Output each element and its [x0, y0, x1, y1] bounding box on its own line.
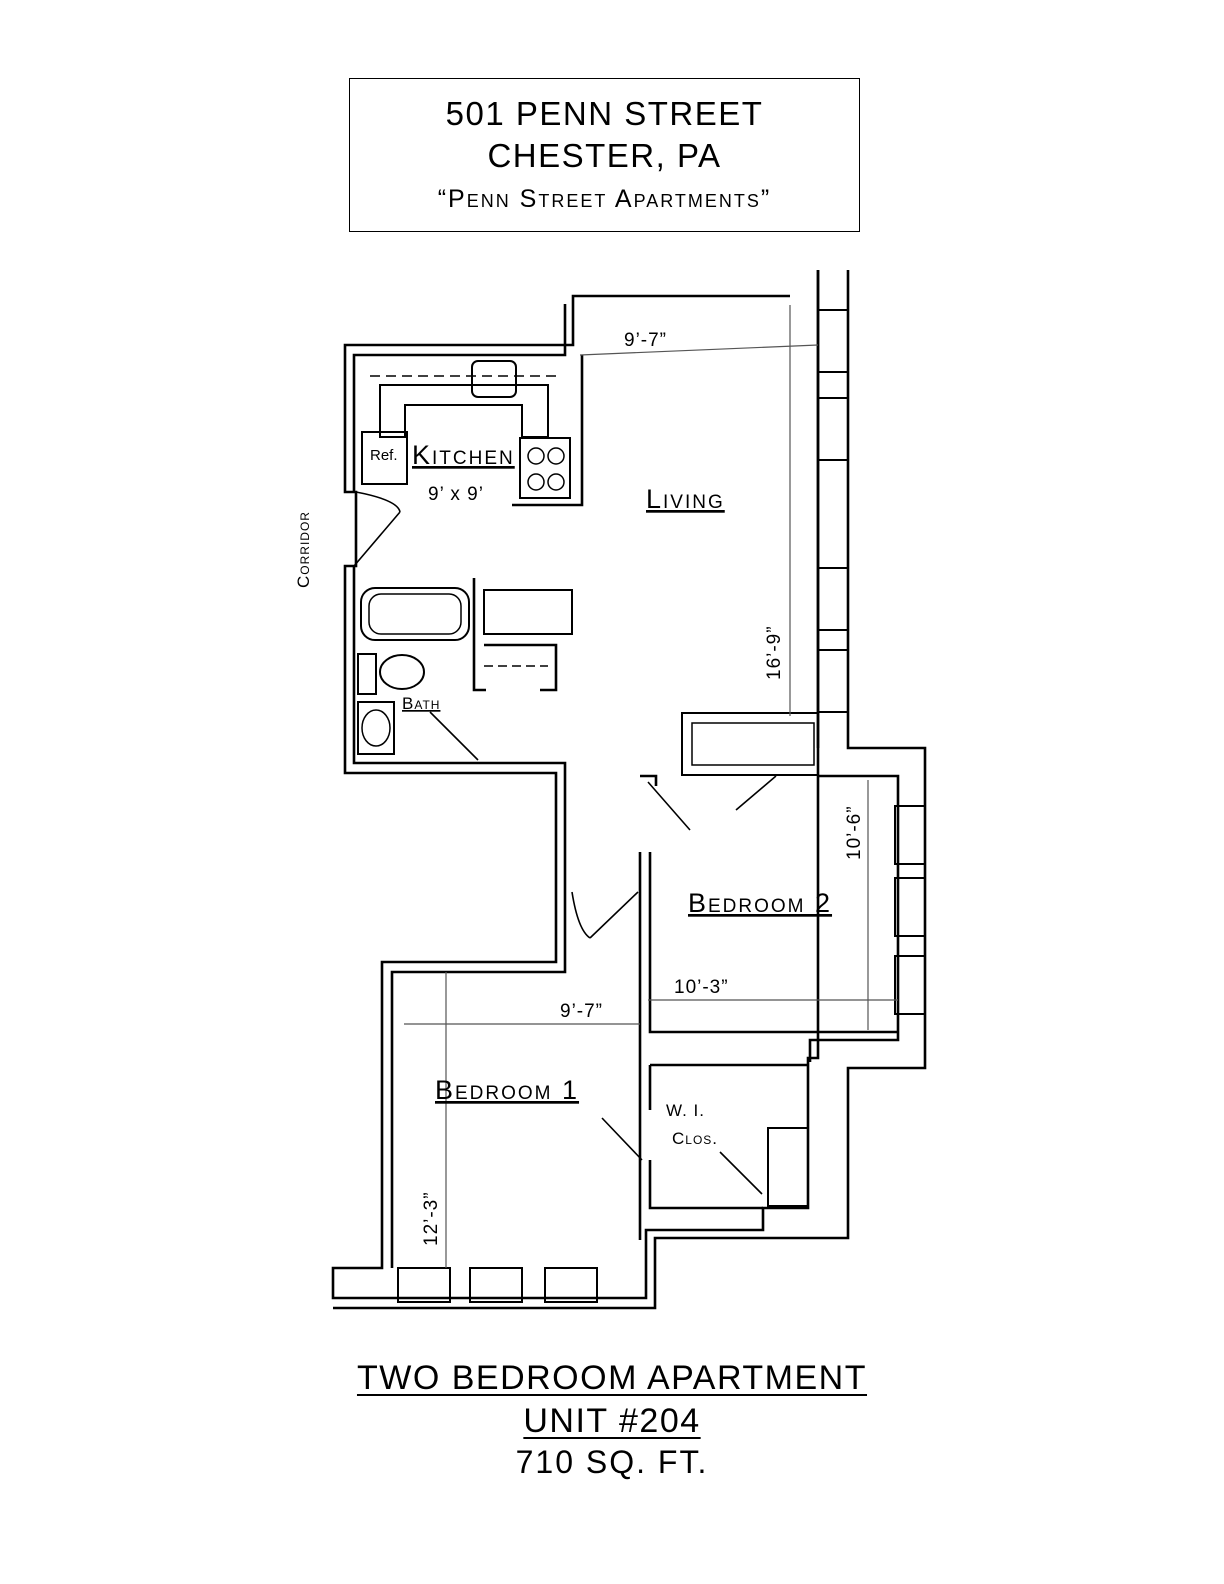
bedroom2-window-2 [894, 877, 926, 937]
burner-4 [547, 473, 565, 491]
unit-area: 710 SQ. FT. [515, 1444, 709, 1480]
bathtub-basin [368, 593, 462, 635]
bedroom2-window-1 [894, 805, 926, 865]
bedroom2-wall [638, 774, 898, 1240]
burner-2 [547, 447, 565, 465]
bedroom2-closet-shelf [691, 722, 815, 766]
coat-closet [484, 643, 558, 692]
bedroom2-closet-door [735, 775, 777, 811]
kitchen-sink [471, 360, 517, 398]
bedroom2-length-dim: 10’-6” [844, 805, 865, 860]
bedroom2-width-dim: 10’-3” [674, 977, 729, 998]
bottom-window-3 [544, 1267, 598, 1303]
burner-3 [527, 473, 545, 491]
stove-outline [519, 437, 571, 499]
right-facade [333, 270, 927, 1310]
bedroom2-closet [681, 712, 819, 776]
bottom-window-2 [469, 1267, 523, 1303]
bedroom1-label: Bedroom 1 [435, 1075, 579, 1105]
kitchen-size-label: 9’ x 9’ [428, 484, 484, 505]
bath-partition [472, 578, 486, 692]
living-window-3 [817, 567, 849, 631]
living-window-1 [817, 309, 849, 373]
closet-label-line2: Clos. [672, 1129, 718, 1148]
living-length-dim: 16’-9” [764, 625, 785, 680]
bedroom1-door [571, 891, 639, 939]
living-width-dim: 9’-7” [624, 330, 667, 351]
living-label: Living [646, 484, 725, 514]
kitchen-label: Kitchen [412, 440, 515, 470]
burner-1 [527, 447, 545, 465]
corridor-label: Corridor [294, 511, 313, 588]
bedroom2-label: Bedroom 2 [688, 888, 832, 918]
entry-door [353, 491, 401, 567]
living-width-line [579, 344, 819, 356]
kitchen-wall-segment [512, 355, 584, 507]
unit-type: TWO BEDROOM APARTMENT [356, 1359, 868, 1397]
closet-door [601, 1117, 763, 1195]
toilet-tank [357, 653, 377, 695]
building-name: “Penn Street Apartments” [437, 185, 772, 213]
linen-closet [483, 589, 573, 635]
title-block: 501 PENN STREET CHESTER, PA “Penn Street… [349, 78, 860, 232]
bath-sink-basin [361, 709, 391, 747]
bath-door [429, 711, 479, 761]
bath-label: Bath [402, 694, 440, 713]
outer-wall [331, 270, 820, 1300]
bath-sink [357, 701, 395, 755]
walk-in-closet-wall [648, 1063, 808, 1210]
bedroom2-outer-wall [808, 712, 900, 1062]
living-window-2 [817, 397, 849, 461]
living-window-4 [817, 649, 849, 713]
walls [331, 270, 927, 1310]
address-line: 501 PENN STREET [445, 95, 764, 132]
closet-label-line1: W. I. [666, 1101, 705, 1120]
bathtub [360, 587, 470, 641]
bedroom1-length-dim: 12’-3” [421, 1191, 442, 1246]
bedroom1-width-dim: 9’-7” [560, 1001, 603, 1022]
unit-number: UNIT #204 [523, 1402, 701, 1440]
bedroom2-door [647, 781, 691, 831]
kitchen-counter [379, 384, 549, 438]
city-line: CHESTER, PA [487, 137, 722, 174]
dimension-lines [404, 305, 898, 1268]
bottom-window-1 [397, 1267, 451, 1303]
bedroom2-window-3 [894, 955, 926, 1015]
refrigerator-label: Ref. [370, 447, 398, 464]
refrigerator-outline [361, 431, 408, 485]
toilet-bowl [379, 654, 425, 690]
walk-in-closet-shelf [767, 1127, 809, 1207]
inner-wall [352, 304, 567, 1268]
